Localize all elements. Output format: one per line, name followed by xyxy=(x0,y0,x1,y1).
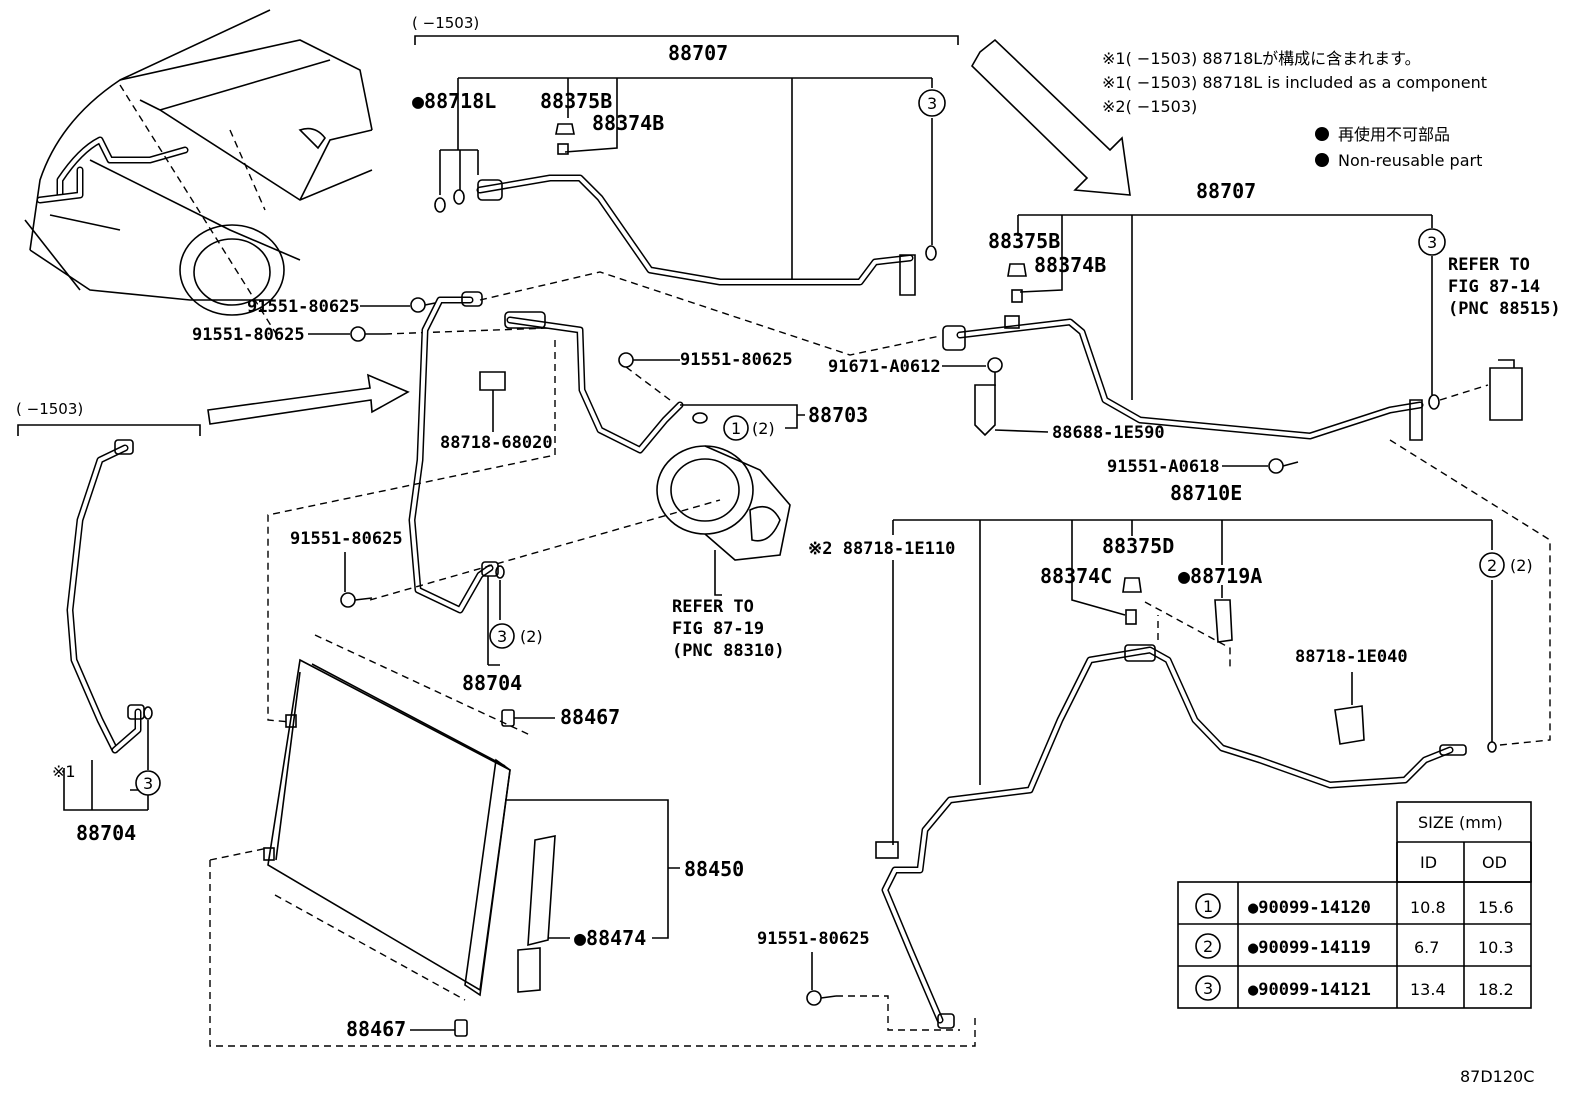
label-88375D: 88375D xyxy=(1102,534,1174,558)
label-88704-mid: 88704 xyxy=(462,671,522,695)
refer-87-19-line3: (PNC 88310) xyxy=(672,641,785,661)
direction-arrow-mid xyxy=(207,373,410,425)
legend-en: Non-reusable part xyxy=(1338,151,1482,170)
cap-88375B-top xyxy=(555,123,575,135)
mark-1: ※1 xyxy=(52,762,76,781)
size-row-id: 10.8 xyxy=(1410,898,1446,917)
vehicle-location-illustration xyxy=(24,9,373,341)
size-table-col-id: ID xyxy=(1420,853,1437,872)
label-88688-1E590: 88688-1E590 xyxy=(1052,423,1165,443)
label-88374B-top: 88374B xyxy=(592,111,664,135)
condenser-88450: 88467 88467 88450 ●88474 xyxy=(209,634,976,1047)
svg-text:3: 3 xyxy=(143,774,153,793)
svg-text:3: 3 xyxy=(497,627,507,646)
hose-88704-left: ( −1503) 3 ※1 88704 xyxy=(16,400,201,845)
callout-3-mid xyxy=(489,623,515,649)
size-row-key: 1 xyxy=(1203,897,1213,916)
label-91551-80625-a: 91551-80625 xyxy=(247,297,360,317)
diagram-code: 87D120C xyxy=(1460,1067,1534,1086)
label-88718-68020: 88718-68020 xyxy=(440,433,553,453)
label-91551-80625-d: 91551-80625 xyxy=(290,529,403,549)
direction-arrow-top xyxy=(970,38,1131,196)
tube-assembly-88710E: 88710E ※2 88718-1E110 88375D 88374C ●887… xyxy=(757,481,1533,1031)
label-88374B-right: 88374B xyxy=(1034,253,1106,277)
middle-hoses: 91551-80625 91551-80625 88718-68020 9155… xyxy=(192,291,868,723)
label-88704-left: 88704 xyxy=(76,821,136,845)
label-88467-top: 88467 xyxy=(560,705,620,729)
leader-dashed xyxy=(479,271,941,356)
hose-assembly-88707-right: 88707 88375B 88374B 3 REFER TO FIG 87-14… xyxy=(828,179,1561,477)
size-row-key: 3 xyxy=(1203,979,1213,998)
label-91551-A0618: 91551-A0618 xyxy=(1107,457,1220,477)
range-note-left: ( −1503) xyxy=(16,400,83,418)
hose-assembly-88707-top: ( −1503) 88707 ●88718L 88375B 88374B 3 xyxy=(412,14,959,296)
non-reusable-bullet-icon xyxy=(1315,153,1329,167)
label-88718L-top: ●88718L xyxy=(412,89,496,113)
callout-3-top xyxy=(918,89,946,117)
size-row-part: ●90099-14119 xyxy=(1248,938,1371,958)
refer-87-14-line3: (PNC 88515) xyxy=(1448,299,1561,319)
size-row-od: 18.2 xyxy=(1478,980,1514,999)
size-row-part: ●90099-14121 xyxy=(1248,980,1371,1000)
note-line-3: ※2( −1503) xyxy=(1102,97,1197,116)
size-table-col-od: OD xyxy=(1482,853,1507,872)
size-row-od: 10.3 xyxy=(1478,938,1514,957)
label-88375B-top: 88375B xyxy=(540,89,612,113)
label-88474: ●88474 xyxy=(574,926,646,950)
label-88718-1E110: ※2 88718-1E110 xyxy=(808,539,955,559)
size-row-id: 13.4 xyxy=(1410,980,1446,999)
svg-text:(2): (2) xyxy=(1510,556,1533,575)
svg-text:3: 3 xyxy=(1427,233,1437,252)
callout-2-right xyxy=(1479,552,1505,578)
label-88710E: 88710E xyxy=(1170,481,1242,505)
label-91551-80625-c: 91551-80625 xyxy=(680,350,793,370)
label-88450: 88450 xyxy=(684,857,744,881)
refer-87-19-line2: FIG 87-19 xyxy=(672,619,764,639)
svg-text:1: 1 xyxy=(731,419,741,438)
label-88707-right: 88707 xyxy=(1196,179,1256,203)
callout-1 xyxy=(723,415,749,441)
svg-text:2: 2 xyxy=(1487,556,1497,575)
label-91671-A0612: 91671-A0612 xyxy=(828,357,941,377)
label-88375B-right: 88375B xyxy=(988,229,1060,253)
callout-3-right xyxy=(1418,228,1446,256)
label-88718-1E040: 88718-1E040 xyxy=(1295,647,1408,667)
note-line-2: ※1( −1503) 88718L is included as a compo… xyxy=(1102,73,1487,92)
legend-jp: 再使用不可部品 xyxy=(1338,125,1450,144)
refer-87-19-line1: REFER TO xyxy=(672,597,754,617)
label-88707-top: 88707 xyxy=(668,41,728,65)
range-note-top: ( −1503) xyxy=(412,14,479,32)
callout-3-left xyxy=(135,770,161,796)
label-91551-80625-e: 91551-80625 xyxy=(757,929,870,949)
label-88467-bottom: 88467 xyxy=(346,1017,406,1041)
label-91551-80625-b: 91551-80625 xyxy=(192,325,305,345)
refer-87-14-line1: REFER TO xyxy=(1448,255,1530,275)
size-row-part: ●90099-14120 xyxy=(1248,898,1371,918)
size-row-od: 15.6 xyxy=(1478,898,1514,917)
label-88374C: 88374C xyxy=(1040,564,1112,588)
size-table: SIZE (mm) ID OD 1 ●90099-14120 10.8 15.6… xyxy=(1177,801,1532,1009)
label-88703: 88703 xyxy=(808,403,868,427)
refer-87-14-line2: FIG 87-14 xyxy=(1448,277,1540,297)
size-row-key: 2 xyxy=(1203,937,1213,956)
svg-text:3: 3 xyxy=(927,94,937,113)
non-reusable-bullet-icon xyxy=(1315,127,1329,141)
note-line-1: ※1( −1503) 88718Lが構成に含まれます。 xyxy=(1102,49,1421,68)
svg-text:(2): (2) xyxy=(520,627,543,646)
svg-text:(2): (2) xyxy=(752,419,775,438)
label-88719A: ●88719A xyxy=(1178,564,1262,588)
size-table-title: SIZE (mm) xyxy=(1418,813,1503,832)
size-row-id: 6.7 xyxy=(1414,938,1439,957)
